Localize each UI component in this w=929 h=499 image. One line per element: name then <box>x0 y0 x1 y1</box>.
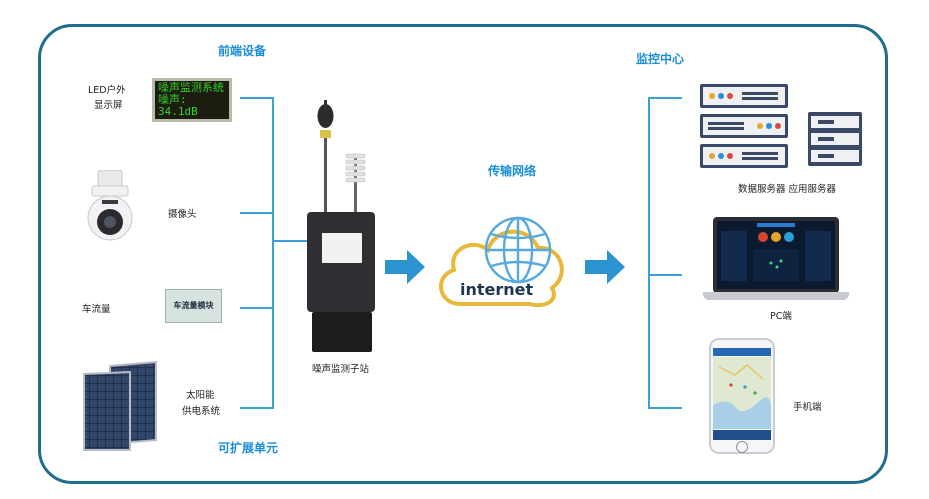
camera-label: 摄像头 <box>168 209 197 220</box>
station-screen <box>322 233 362 263</box>
monitor-center-title: 监控中心 <box>636 52 685 66</box>
cloud-globe-icon <box>439 216 564 308</box>
solar-panel-icon <box>83 360 157 451</box>
noise-sensor-mast-icon <box>317 100 366 214</box>
bus-branch-camera <box>240 212 274 214</box>
traffic-label: 车流量 <box>82 304 111 315</box>
led-label-line1: LED户外 <box>88 85 126 96</box>
phone-home-button <box>736 441 748 453</box>
bus-branch-servers <box>648 97 682 99</box>
phone-bottom-nav <box>713 430 771 440</box>
bus-branch-solar <box>240 407 274 409</box>
front-end-title: 前端设备 <box>218 44 267 58</box>
servers-label: 数据服务器 应用服务器 <box>738 184 837 195</box>
bus-branch-led <box>240 97 274 99</box>
led-screen-line2: 噪声: <box>158 93 187 106</box>
phone-app-header <box>713 348 771 356</box>
bus-branch-traffic <box>240 307 274 309</box>
led-label-line2: 显示屏 <box>94 100 123 111</box>
camera-icon <box>87 170 133 241</box>
station-panel-text <box>312 268 370 274</box>
diagram-frame <box>38 24 888 484</box>
bus-branch-phone <box>648 407 682 409</box>
internet-text: internet <box>460 280 534 299</box>
bus-to-station <box>272 240 308 242</box>
bus-branch-pc <box>648 274 682 276</box>
dashboard-thumbnail-icon <box>721 223 831 281</box>
led-screen-line3: 34.1dB <box>158 105 198 118</box>
traffic-module-image: 车流量模块 <box>165 289 222 323</box>
map-coastline-icon <box>713 364 771 429</box>
center-bus-vertical <box>648 97 650 409</box>
pc-label: PC端 <box>770 311 792 322</box>
phone-label: 手机端 <box>793 402 822 413</box>
laptop-base <box>703 292 849 300</box>
front-bus-vertical <box>272 97 274 409</box>
expandable-unit-title: 可扩展单元 <box>218 441 279 455</box>
arrow-right-icon <box>385 250 425 284</box>
arrow-right-icon <box>585 250 625 284</box>
solar-label-line2: 供电系统 <box>182 406 221 417</box>
led-screen-line1: 噪声监测系统 <box>158 81 224 94</box>
transmission-title: 传输网络 <box>488 164 537 178</box>
station-label: 噪声监测子站 <box>312 364 370 375</box>
led-display-image: 噪声监测系统 噪声: 34.1dB <box>152 78 232 122</box>
station-base <box>312 312 372 352</box>
solar-label-line1: 太阳能 <box>186 390 215 401</box>
server-rack-icon <box>700 84 862 168</box>
